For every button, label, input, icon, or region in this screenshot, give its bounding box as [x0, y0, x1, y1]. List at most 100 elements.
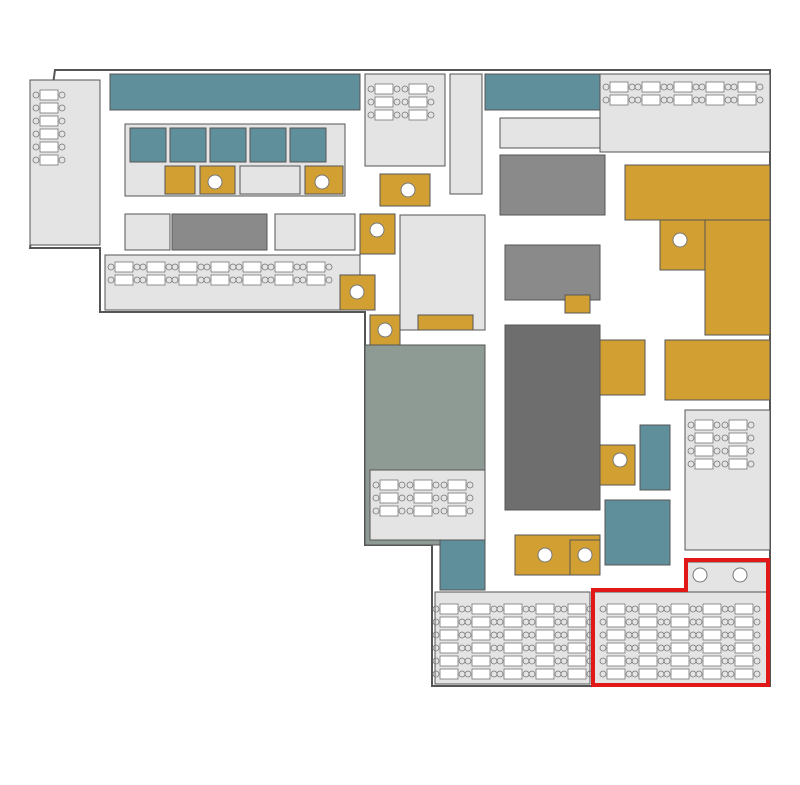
chair	[560, 644, 568, 652]
desk	[413, 505, 433, 517]
chair	[58, 91, 66, 99]
desk	[737, 81, 757, 93]
desk	[728, 445, 748, 457]
desk	[670, 642, 690, 654]
chair	[747, 434, 755, 442]
chair	[727, 631, 735, 639]
desk	[408, 83, 428, 95]
desk	[439, 616, 459, 628]
chair	[698, 96, 706, 104]
chair	[631, 631, 639, 639]
chair	[687, 460, 695, 468]
chair	[695, 670, 703, 678]
meeting-room	[239, 165, 301, 195]
desk	[374, 83, 394, 95]
chair	[464, 631, 472, 639]
zone-top-left-offices	[109, 73, 361, 111]
desk	[39, 115, 59, 127]
desk	[638, 655, 658, 667]
desk	[210, 261, 230, 273]
chair	[687, 447, 695, 455]
chair	[663, 644, 671, 652]
chair	[599, 670, 607, 678]
core-south	[504, 324, 601, 511]
chair	[713, 421, 721, 429]
chair	[466, 507, 474, 515]
desk	[535, 616, 555, 628]
chair	[432, 481, 440, 489]
desk	[379, 492, 399, 504]
desk	[503, 642, 523, 654]
desk	[702, 603, 722, 615]
desk-clusters	[32, 81, 764, 680]
office	[169, 127, 207, 163]
desk	[178, 274, 198, 286]
chair	[560, 618, 568, 626]
chair	[747, 421, 755, 429]
desk	[638, 616, 658, 628]
lounge-seating	[704, 219, 771, 336]
desk	[379, 505, 399, 517]
desk	[39, 141, 59, 153]
desk	[567, 668, 587, 680]
desk	[379, 479, 399, 491]
chair	[753, 631, 761, 639]
chair	[58, 156, 66, 164]
desk	[39, 102, 59, 114]
chair	[440, 507, 448, 515]
chair	[713, 434, 721, 442]
meeting-room	[124, 213, 171, 251]
desk	[606, 603, 626, 615]
desk	[638, 642, 658, 654]
chair	[32, 130, 40, 138]
chair	[631, 657, 639, 665]
chair	[663, 605, 671, 613]
restrooms	[399, 214, 486, 331]
chair	[599, 605, 607, 613]
desk	[39, 154, 59, 166]
zone-offices-south	[604, 499, 671, 566]
desk	[670, 668, 690, 680]
office	[439, 539, 486, 591]
chair	[32, 91, 40, 99]
chair	[372, 481, 380, 489]
chair	[496, 670, 504, 678]
chair	[528, 631, 536, 639]
chair	[432, 507, 440, 515]
chair	[727, 670, 735, 678]
chair	[747, 447, 755, 455]
chair	[32, 143, 40, 151]
meeting-room	[369, 314, 401, 346]
round-table	[400, 182, 416, 198]
chair	[721, 460, 729, 468]
highlighted-area	[591, 558, 770, 687]
desk	[503, 629, 523, 641]
small-rooms	[449, 73, 483, 195]
chair	[528, 657, 536, 665]
desk	[638, 629, 658, 641]
chair	[727, 644, 735, 652]
chair	[325, 276, 333, 284]
chair	[432, 644, 440, 652]
chair	[432, 618, 440, 626]
chair	[602, 96, 610, 104]
desk	[670, 603, 690, 615]
desk	[694, 458, 714, 470]
desk	[705, 94, 725, 106]
desk	[702, 616, 722, 628]
desk	[439, 629, 459, 641]
chair	[107, 263, 115, 271]
desk	[728, 432, 748, 444]
desk	[734, 629, 754, 641]
desk	[413, 492, 433, 504]
chair	[602, 83, 610, 91]
desk	[439, 668, 459, 680]
desk	[146, 261, 166, 273]
chair	[528, 618, 536, 626]
desk	[694, 445, 714, 457]
office	[289, 127, 327, 163]
desk	[728, 458, 748, 470]
chair	[464, 657, 472, 665]
chair	[496, 605, 504, 613]
office	[209, 127, 247, 163]
